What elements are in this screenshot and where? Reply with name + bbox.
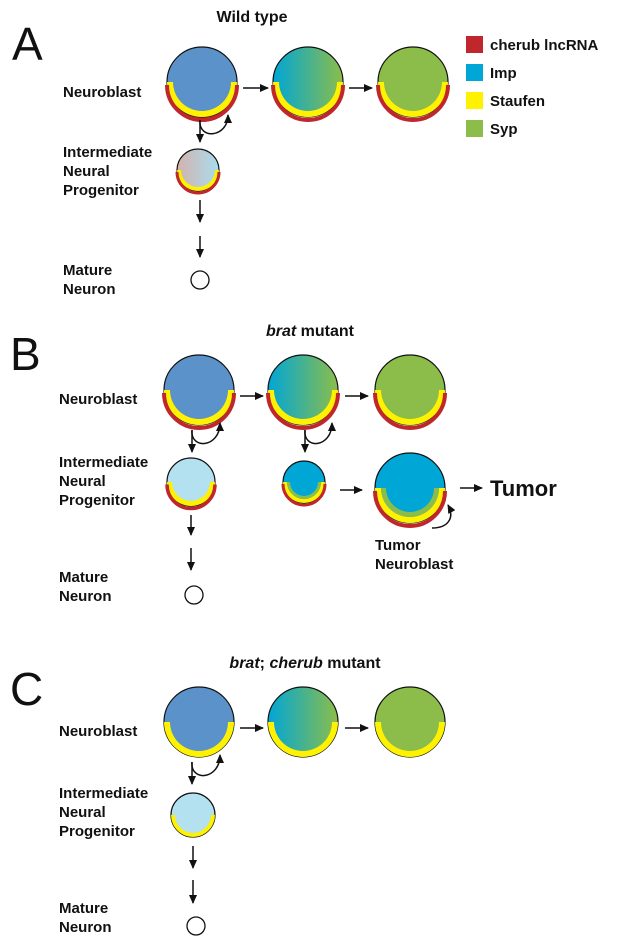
inp-label-c-line2: Neural — [59, 804, 106, 821]
neuron-cell-a — [190, 270, 210, 290]
neuroblast-cell-b3 — [373, 354, 447, 430]
panel-a-title: Wild type — [217, 9, 288, 26]
panel-b-title: brat mutant — [266, 323, 355, 340]
inp-cell-a — [175, 148, 221, 195]
legend-swatch-cherub — [466, 36, 483, 53]
neuroblast-cell-c2 — [267, 686, 339, 758]
inp-cell-b — [165, 457, 217, 511]
neuroblast-cell-a1 — [165, 46, 239, 122]
legend-swatch-staufen — [466, 92, 483, 109]
inp-cell-c — [170, 792, 216, 838]
inp-label-c-line1: Intermediate — [59, 785, 148, 802]
tumor-label: Tumor — [490, 476, 557, 501]
legend-swatch-syp — [466, 120, 483, 137]
tumor-nb-label-line2: Neuroblast — [375, 556, 453, 573]
neuron-label-a-line1: Mature — [63, 262, 112, 279]
neuron-cell-c — [186, 916, 206, 936]
neuroblast-label-a: Neuroblast — [63, 84, 141, 101]
small-tumor-cell — [281, 460, 327, 507]
panel-c-title-sep: ; — [260, 655, 270, 672]
neuroblast-cell-b2 — [266, 354, 340, 430]
panel-letter-c: C — [10, 663, 43, 715]
inp-label-b-line2: Neural — [59, 473, 106, 490]
panel-letter-a: A — [12, 18, 43, 70]
neuroblast-label-b: Neuroblast — [59, 391, 137, 408]
legend-label-syp: Syp — [490, 121, 518, 138]
inp-label-c-line3: Progenitor — [59, 823, 135, 840]
panel-c-title-italic2: cherub — [269, 655, 323, 672]
inp-label-b-line1: Intermediate — [59, 454, 148, 471]
legend-swatch-imp — [466, 64, 483, 81]
panel-c-title: brat; cherub mutant — [229, 655, 381, 672]
tumor-nb-label-line1: Tumor — [375, 537, 421, 554]
inp-label-a-line2: Neural — [63, 163, 110, 180]
legend-label-staufen: Staufen — [490, 93, 545, 110]
panel-b-title-italic: brat — [266, 323, 297, 340]
panel-b-title-rest: mutant — [296, 323, 354, 340]
panel-c-title-rest: mutant — [323, 655, 381, 672]
panel-a: A Wild type Neuroblast Intermediate Neur… — [12, 9, 450, 298]
neuroblast-cell-a2 — [271, 46, 345, 122]
legend-label-imp: Imp — [490, 65, 517, 82]
neuroblast-cell-b1 — [162, 354, 236, 430]
neuroblast-label-c: Neuroblast — [59, 723, 137, 740]
self-renew-arrow-tumor — [431, 504, 456, 529]
neuron-label-b-line1: Mature — [59, 569, 108, 586]
inp-label-b-line3: Progenitor — [59, 492, 135, 509]
neuron-label-c-line2: Neuron — [59, 919, 112, 936]
legend-label-cherub: cherub lncRNA — [490, 37, 599, 54]
neuroblast-cell-c1 — [163, 686, 235, 758]
inp-label-a-line3: Progenitor — [63, 182, 139, 199]
neuroblast-cell-c3 — [374, 686, 446, 758]
panel-letter-b: B — [10, 328, 41, 380]
panel-b: B brat mutant Neuroblast Intermediate Ne… — [10, 323, 557, 605]
panel-c: C brat; cherub mutant Neuroblast Interme… — [10, 655, 446, 936]
inp-label-a-line1: Intermediate — [63, 144, 152, 161]
neuron-label-a-line2: Neuron — [63, 281, 116, 298]
tumor-neuroblast-cell — [373, 452, 447, 528]
panel-c-title-italic1: brat — [229, 655, 260, 672]
neuroblast-cell-a3 — [376, 46, 450, 122]
neuron-label-c-line1: Mature — [59, 900, 108, 917]
neuron-label-b-line2: Neuron — [59, 588, 112, 605]
neuron-cell-b — [184, 585, 204, 605]
legend: cherub lncRNA Imp Staufen Syp — [466, 36, 599, 138]
self-renew-arrow-c — [191, 754, 224, 777]
